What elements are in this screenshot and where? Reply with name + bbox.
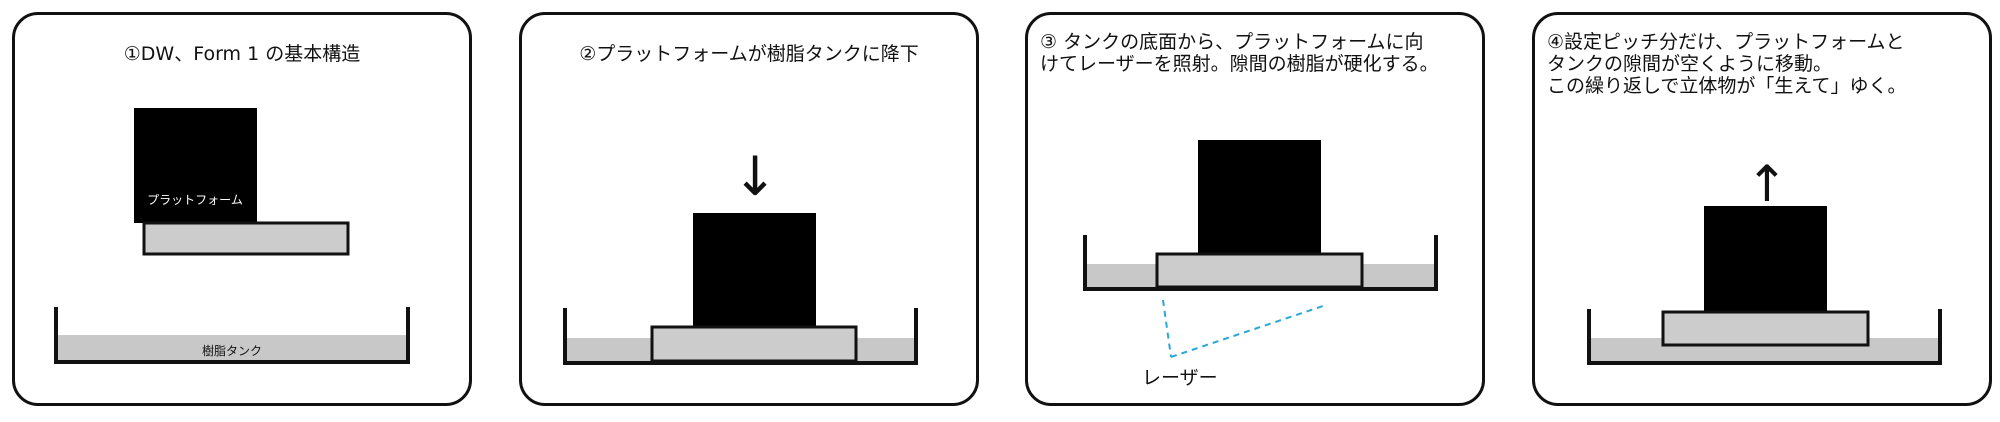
laser-beam-right — [1170, 304, 1327, 358]
panel-2-platform-lowers: ②プラットフォームが樹脂タンクに降下 ↓ — [519, 12, 979, 406]
panel-4-platform-rises: ④設定ピッチ分だけ、プラットフォームと タンクの隙間が空くように移動。 この繰り… — [1532, 12, 1992, 406]
laser-label: レーザー — [1142, 367, 1218, 389]
resin-in-tank — [56, 335, 408, 362]
build-platform — [1155, 252, 1364, 289]
printed-object — [1704, 206, 1827, 312]
build-platform — [650, 325, 858, 363]
build-platform — [1661, 310, 1870, 347]
tank-label: 樹脂タンク — [202, 343, 262, 358]
panel-3-title: ③ タンクの底面から、プラットフォームに向 けてレーザーを照射。隙間の樹脂が硬化… — [1040, 31, 1439, 75]
build-platform — [142, 221, 350, 256]
up-arrow-icon: ↑ — [1746, 155, 1788, 213]
resin-tank — [54, 307, 410, 364]
panel-2-title: ②プラットフォームが樹脂タンクに降下 — [579, 43, 919, 65]
printed-object — [134, 108, 257, 223]
printed-object — [693, 213, 816, 327]
panel-4-title: ④設定ピッチ分だけ、プラットフォームと タンクの隙間が空くように移動。 この繰り… — [1547, 31, 1907, 97]
panel-3-laser-curing: ③ タンクの底面から、プラットフォームに向 けてレーザーを照射。隙間の樹脂が硬化… — [1025, 12, 1485, 406]
printed-object — [1198, 140, 1321, 254]
panel-2-illustration: ↓ — [563, 145, 918, 365]
panel-4-illustration: ↑ — [1587, 155, 1942, 365]
platform-label: プラットフォーム — [147, 193, 243, 207]
down-arrow-icon: ↓ — [732, 145, 777, 208]
resin-tank — [1587, 309, 1942, 365]
panel-3-illustration — [1083, 140, 1438, 358]
panel-1-illustration: プラットフォーム 樹脂タンク — [54, 108, 410, 364]
laser-beam-left — [1162, 299, 1172, 358]
resin-tank — [563, 308, 918, 365]
resin-tank — [1083, 235, 1438, 291]
panel-1-basic-structure: ①DW、Form 1 の基本構造 プラットフォーム 樹脂タンク — [12, 12, 472, 406]
panel-1-title: ①DW、Form 1 の基本構造 — [123, 43, 361, 65]
